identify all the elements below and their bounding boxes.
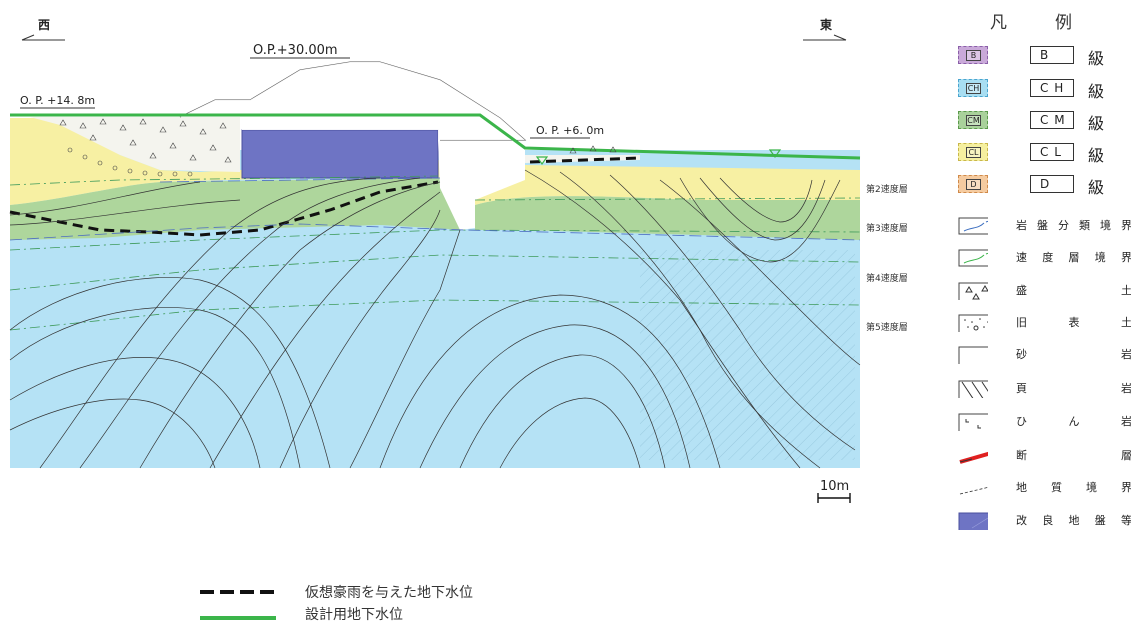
old-surface-icon (958, 314, 988, 332)
grade-b-code: B (1030, 46, 1074, 64)
velocity-boundary-label: 速度層境界 (1016, 251, 1131, 264)
old-surface-symbols (67, 147, 193, 177)
sandstone-label: 砂岩 (1016, 348, 1131, 361)
scale-bar-line (817, 493, 851, 503)
east-ground-elevation-label: O. P. +6. 0m (536, 124, 605, 137)
design-groundwater-label: 設計用地下水位 (305, 607, 403, 623)
grade-d-swatch: D (958, 175, 988, 193)
grade-cl-code: C L (1030, 143, 1074, 161)
grade-d-swatch-code: D (966, 179, 981, 190)
grade-cl-label: 級 (1088, 146, 1105, 165)
embankment-fill (180, 62, 525, 140)
fill-zone (30, 117, 240, 172)
grade-cm-swatch-code: CM (966, 115, 981, 126)
grade-b-swatch-code: B (966, 50, 981, 61)
shale-hatching (640, 250, 855, 460)
improved-ground-block (241, 129, 439, 179)
grade-ch-label: 級 (1088, 82, 1105, 101)
cm-zone-east (475, 196, 860, 240)
grade-d-label: 級 (1088, 178, 1105, 197)
grade-cm-label: 級 (1088, 114, 1105, 133)
shale-label: 頁岩 (1016, 382, 1131, 395)
west-label: 西 (38, 18, 51, 32)
rock-boundary-label: 岩盤分類境界 (1016, 219, 1131, 232)
hinrock-label: ひん岩 (1016, 415, 1131, 428)
velocity-boundary-icon (958, 249, 988, 267)
grade-cl-swatch: CL (958, 143, 988, 161)
fill-symbols (59, 118, 617, 163)
legend-title-right: 例 (1055, 13, 1072, 33)
grade-cm-code: C M (1030, 111, 1074, 129)
velocity-layer-2-label: 第2速度層 (866, 185, 908, 195)
improved-ground-icon (958, 512, 988, 530)
east-label: 東 (820, 18, 833, 32)
heavy-rain-groundwater-line (9, 180, 439, 237)
fault-icon (959, 451, 988, 464)
grade-b-label: 級 (1088, 49, 1105, 68)
west-ground-elevation-label: O. P. +14. 8m (20, 94, 96, 107)
geologic-boundary-icon (959, 486, 988, 495)
strata-lines (9, 169, 861, 469)
cl-zone-east (475, 165, 860, 205)
fill-label: 盛土 (1016, 284, 1131, 297)
grade-ch-swatch: CH (958, 79, 988, 97)
rock-class-boundaries (9, 177, 861, 241)
velocity-layer-5-label: 第5速度層 (866, 323, 908, 333)
west-arrow (21, 34, 65, 41)
design-groundwater-line (10, 113, 861, 160)
rock-boundary-icon (958, 217, 988, 235)
east-arrow (803, 34, 847, 41)
heavy-rain-groundwater-line-east (529, 156, 641, 164)
velocity-layer-3-label: 第3速度層 (866, 224, 908, 234)
fault-label: 断層 (1016, 449, 1131, 462)
grade-d-code: D (1030, 175, 1074, 193)
water-level-marks (535, 149, 782, 166)
cm-zone-west (10, 178, 465, 240)
shale-icon (958, 380, 988, 398)
velocity-layer-4-label: 第4速度層 (866, 274, 908, 284)
fill-icon (958, 282, 988, 300)
grade-b-swatch: B (958, 46, 988, 64)
cl-zone-west (10, 118, 440, 205)
crest-elevation-label: O.P.+30.00m (253, 43, 338, 58)
central-structure (438, 140, 525, 230)
heavy-rain-groundwater-label: 仮想豪雨を与えた地下水位 (305, 585, 473, 601)
geologic-boundary-label: 地質境界 (1016, 481, 1131, 494)
old-surface-label: 旧表土 (1016, 316, 1131, 329)
grade-ch-code: C H (1030, 79, 1074, 97)
improved-ground-label: 改良地盤等 (1016, 514, 1131, 527)
grade-cm-swatch: CM (958, 111, 988, 129)
grade-ch-swatch-code: CH (966, 83, 981, 94)
legend-title-left: 凡 (990, 13, 1007, 33)
sandstone-icon (958, 346, 988, 364)
hinrock-icon (958, 413, 988, 431)
grade-cl-swatch-code: CL (966, 147, 981, 158)
scale-bar-label: 10m (820, 479, 850, 494)
